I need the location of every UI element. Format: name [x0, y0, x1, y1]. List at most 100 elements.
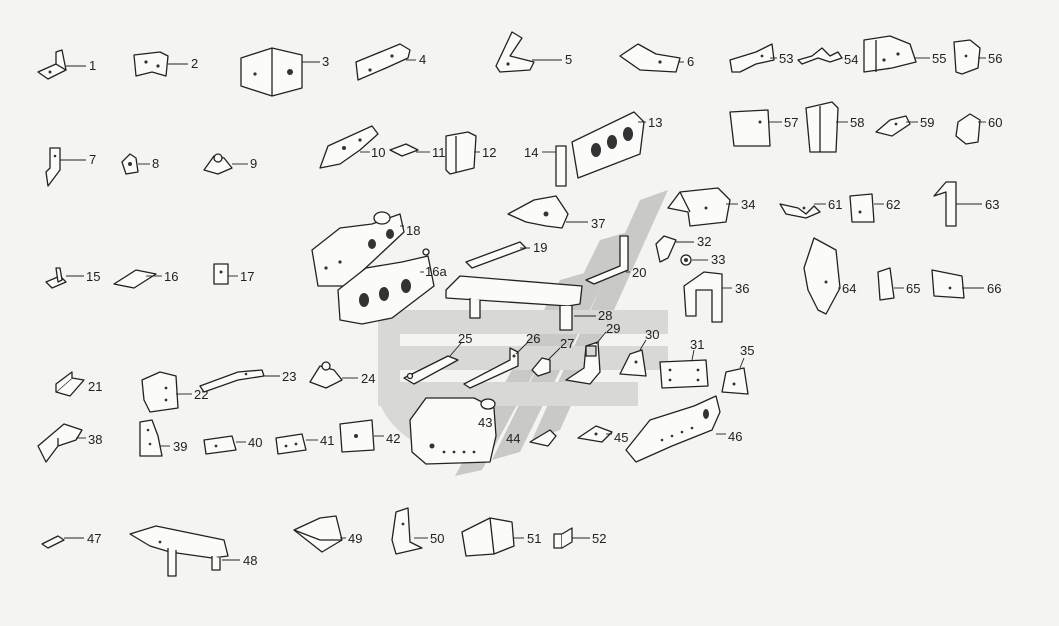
- part-label-20: 20: [632, 265, 646, 280]
- part-label-10: 10: [371, 145, 385, 160]
- part-label-16a: 16a: [425, 264, 447, 279]
- part-5: [495, 31, 535, 73]
- part-label-16: 16: [164, 269, 178, 284]
- part-31: [659, 359, 709, 389]
- part-23: [199, 369, 265, 393]
- part-3: [240, 47, 303, 97]
- part-61: [779, 203, 821, 219]
- part-11: [389, 143, 419, 157]
- part-27: [531, 357, 551, 377]
- part-24: [309, 361, 343, 389]
- part-label-42: 42: [386, 431, 400, 446]
- part-label-21: 21: [88, 379, 102, 394]
- part-43: [409, 397, 497, 465]
- part-label-30: 30: [645, 327, 659, 342]
- part-50: [391, 507, 423, 555]
- part-label-33: 33: [711, 252, 725, 267]
- part-51: [461, 517, 515, 557]
- part-label-46: 46: [728, 429, 742, 444]
- part-label-29: 29: [606, 321, 620, 336]
- part-label-4: 4: [419, 52, 426, 67]
- part-14: [555, 145, 567, 187]
- part-label-17: 17: [240, 269, 254, 284]
- part-label-27: 27: [560, 336, 574, 351]
- part-label-25: 25: [458, 331, 472, 346]
- part-25: [403, 355, 459, 385]
- part-34: [667, 187, 731, 227]
- part-label-58: 58: [850, 115, 864, 130]
- part-19: [465, 241, 527, 269]
- part-label-26: 26: [526, 331, 540, 346]
- part-label-56: 56: [988, 51, 1002, 66]
- part-label-38: 38: [88, 432, 102, 447]
- part-label-36: 36: [735, 281, 749, 296]
- part-label-47: 47: [87, 531, 101, 546]
- part-label-6: 6: [687, 54, 694, 69]
- part-label-49: 49: [348, 531, 362, 546]
- part-60: [955, 113, 981, 145]
- part-46: [625, 395, 721, 463]
- part-16a: [337, 248, 435, 325]
- part-63: [933, 181, 957, 227]
- part-2: [133, 51, 169, 77]
- part-label-24: 24: [361, 371, 375, 386]
- part-label-3: 3: [322, 54, 329, 69]
- part-label-7: 7: [89, 152, 96, 167]
- part-55: [863, 35, 917, 73]
- part-label-35: 35: [740, 343, 754, 358]
- part-9: [203, 153, 233, 175]
- part-label-18: 18: [406, 223, 420, 238]
- part-label-37: 37: [591, 216, 605, 231]
- part-59: [875, 115, 911, 137]
- part-48: [129, 525, 229, 577]
- part-52: [553, 527, 573, 549]
- part-64: [803, 237, 841, 315]
- part-15: [45, 267, 67, 289]
- part-label-64: 64: [842, 281, 856, 296]
- part-6: [619, 43, 681, 73]
- part-49: [293, 515, 343, 553]
- part-label-13: 13: [648, 115, 662, 130]
- part-label-50: 50: [430, 531, 444, 546]
- part-58: [805, 101, 839, 153]
- part-label-28: 28: [598, 308, 612, 323]
- part-label-60: 60: [988, 115, 1002, 130]
- part-8: [121, 153, 139, 175]
- part-65: [877, 267, 895, 301]
- part-35: [721, 367, 749, 395]
- part-38: [37, 423, 83, 463]
- part-12: [445, 131, 477, 175]
- part-label-55: 55: [932, 51, 946, 66]
- part-label-31: 31: [690, 337, 704, 352]
- part-40: [203, 435, 237, 455]
- part-10: [319, 125, 379, 169]
- part-28: [445, 275, 583, 331]
- part-label-14: 14: [524, 145, 538, 160]
- part-66: [931, 269, 965, 299]
- part-label-2: 2: [191, 56, 198, 71]
- part-32: [655, 235, 677, 263]
- part-label-12: 12: [482, 145, 496, 160]
- part-label-45: 45: [614, 430, 628, 445]
- part-16: [113, 269, 157, 289]
- part-21: [55, 371, 85, 397]
- part-label-65: 65: [906, 281, 920, 296]
- part-label-41: 41: [320, 433, 334, 448]
- part-13: [571, 111, 645, 179]
- part-label-62: 62: [886, 197, 900, 212]
- part-label-59: 59: [920, 115, 934, 130]
- part-label-61: 61: [828, 197, 842, 212]
- part-18: [311, 211, 405, 287]
- part-label-44: 44: [506, 431, 520, 446]
- part-label-53: 53: [779, 51, 793, 66]
- part-41: [275, 433, 307, 455]
- part-label-57: 57: [784, 115, 798, 130]
- part-62: [849, 193, 875, 223]
- part-label-48: 48: [243, 553, 257, 568]
- part-label-52: 52: [592, 531, 606, 546]
- part-label-54: 54: [844, 52, 858, 67]
- part-56: [953, 39, 981, 75]
- part-45: [577, 425, 613, 443]
- part-label-23: 23: [282, 369, 296, 384]
